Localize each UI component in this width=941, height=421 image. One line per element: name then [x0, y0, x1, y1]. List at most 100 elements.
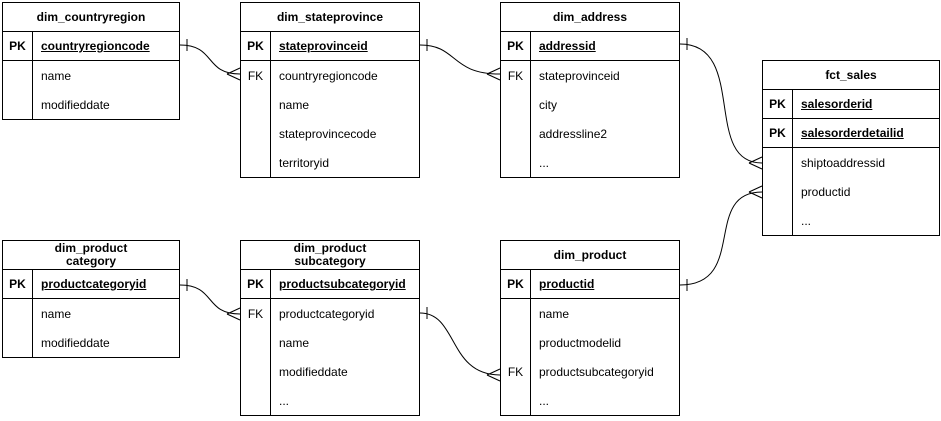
- field-name: salesorderid: [801, 97, 873, 111]
- key-label: PK: [241, 32, 271, 60]
- field-name: addressline2: [539, 126, 608, 141]
- field-name: stateprovincecode: [279, 126, 377, 141]
- entity-dim-address[interactable]: dim_address PK addressid FK stateprovinc…: [500, 2, 680, 178]
- field-row: addressline2: [501, 119, 679, 148]
- rel-product-fctsales[interactable]: [679, 185, 763, 291]
- field-row: shiptoaddressid: [763, 148, 939, 177]
- field-name: shiptoaddressid: [801, 155, 886, 170]
- entity-title: fct_sales: [763, 61, 939, 90]
- field-row: PK stateprovinceid: [241, 32, 419, 61]
- entity-title: dim_stateprovince: [241, 3, 419, 32]
- key-label: [501, 148, 531, 177]
- key-label: PK: [763, 90, 793, 118]
- key-label: [241, 386, 271, 415]
- rel-countryregion-stateprovince[interactable]: [179, 39, 241, 81]
- field-row: modifieddate: [3, 90, 179, 119]
- entity-title: dim_product: [501, 241, 679, 270]
- entity-title: dim_product category: [3, 241, 179, 270]
- field-row: stateprovincecode: [241, 119, 419, 148]
- field-row: ...: [501, 386, 679, 415]
- field-row: territoryid: [241, 148, 419, 177]
- field-name: modifieddate: [41, 97, 110, 112]
- field-name: name: [279, 335, 310, 350]
- field-row: PK productcategoryid: [3, 270, 179, 299]
- key-label: [3, 328, 33, 357]
- key-label: [241, 328, 271, 357]
- field-row: PK productsubcategoryid: [241, 270, 419, 299]
- field-row: PK addressid: [501, 32, 679, 61]
- field-row: modifieddate: [3, 328, 179, 357]
- field-name: modifieddate: [279, 364, 348, 379]
- key-label: PK: [3, 270, 33, 298]
- key-label: [501, 90, 531, 119]
- key-label: FK: [501, 357, 531, 386]
- key-label: [241, 357, 271, 386]
- field-name: productid: [539, 277, 595, 291]
- entity-title: dim_address: [501, 3, 679, 32]
- entity-fct-sales[interactable]: fct_sales PK salesorderid PK salesorderd…: [762, 60, 940, 236]
- field-row: name: [501, 299, 679, 328]
- key-label: [3, 299, 33, 328]
- key-label: [3, 61, 33, 90]
- field-row: PK salesorderid: [763, 90, 939, 119]
- key-label: FK: [241, 61, 271, 90]
- field-name: productsubcategoryid: [539, 364, 654, 379]
- key-label: PK: [241, 270, 271, 298]
- field-row: productmodelid: [501, 328, 679, 357]
- field-row: PK countryregioncode: [3, 32, 179, 61]
- key-label: PK: [763, 119, 793, 147]
- key-label: [241, 119, 271, 148]
- field-name: countryregioncode: [41, 39, 150, 53]
- key-label: [3, 90, 33, 119]
- key-label: PK: [3, 32, 33, 60]
- field-name: countryregioncode: [279, 68, 378, 83]
- field-row: name: [241, 90, 419, 119]
- field-name: name: [41, 306, 72, 321]
- field-row: name: [241, 328, 419, 357]
- key-label: [763, 206, 793, 235]
- entity-dim-product[interactable]: dim_product PK productid name productmod…: [500, 240, 680, 416]
- field-name: name: [279, 97, 310, 112]
- field-row: PK salesorderdetailid: [763, 119, 939, 148]
- field-row: FK countryregioncode: [241, 61, 419, 90]
- key-label: [763, 148, 793, 177]
- rel-category-subcategory[interactable]: [179, 279, 241, 321]
- field-name: ...: [539, 393, 550, 408]
- field-name: name: [539, 306, 570, 321]
- rel-address-fctsales[interactable]: [679, 38, 763, 170]
- rel-stateprovince-address[interactable]: [419, 39, 501, 81]
- field-name: ...: [539, 155, 550, 170]
- entity-dim-stateprovince[interactable]: dim_stateprovince PK stateprovinceid FK …: [240, 2, 420, 178]
- key-label: FK: [501, 61, 531, 90]
- key-label: PK: [501, 32, 531, 60]
- key-label: FK: [241, 299, 271, 328]
- field-row: name: [3, 61, 179, 90]
- field-name: productcategoryid: [279, 306, 375, 321]
- entity-title: dim_product subcategory: [241, 241, 419, 270]
- field-name: salesorderdetailid: [801, 126, 904, 140]
- field-row: productid: [763, 177, 939, 206]
- field-name: territoryid: [279, 155, 330, 170]
- field-name: stateprovinceid: [539, 68, 620, 83]
- rel-subcategory-product[interactable]: [419, 307, 501, 382]
- field-row: FK productcategoryid: [241, 299, 419, 328]
- field-name: name: [41, 68, 72, 83]
- field-row: FK productsubcategoryid: [501, 357, 679, 386]
- field-name: modifieddate: [41, 335, 110, 350]
- field-row: FK stateprovinceid: [501, 61, 679, 90]
- key-label: [501, 328, 531, 357]
- entity-dim-countryregion[interactable]: dim_countryregion PK countryregioncode n…: [2, 2, 180, 120]
- entity-dim-product-category[interactable]: dim_product category PK productcategoryi…: [2, 240, 180, 358]
- field-row: modifieddate: [241, 357, 419, 386]
- key-label: [501, 386, 531, 415]
- key-label: [763, 177, 793, 206]
- field-name: stateprovinceid: [279, 39, 368, 53]
- field-row: ...: [241, 386, 419, 415]
- field-name: addressid: [539, 39, 596, 53]
- field-name: ...: [279, 393, 290, 408]
- key-label: [501, 299, 531, 328]
- field-name: city: [539, 97, 557, 112]
- entity-dim-product-subcategory[interactable]: dim_product subcategory PK productsubcat…: [240, 240, 420, 416]
- entity-title: dim_countryregion: [3, 3, 179, 32]
